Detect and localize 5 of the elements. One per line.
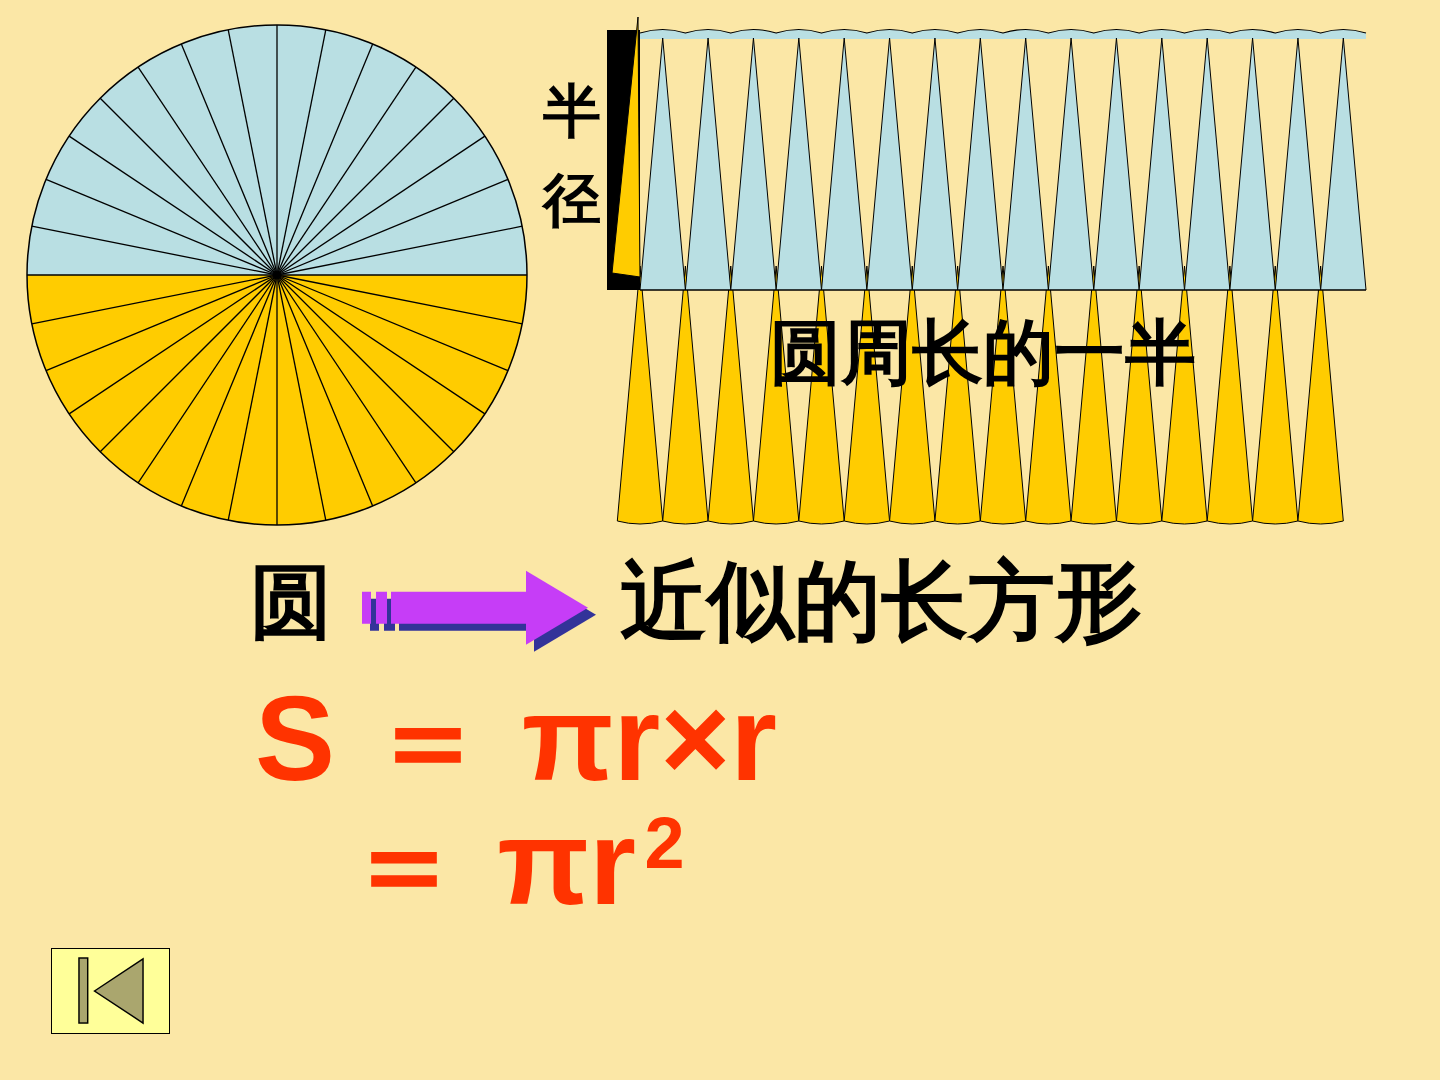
area-formula: ＝ πr$^{2}$ [344,802,685,922]
start-term-label: 圆 [250,561,332,643]
block-arrow [362,570,588,645]
radius-label: 半径 [543,76,601,236]
area-formula: S ＝ πr×r [255,678,778,798]
